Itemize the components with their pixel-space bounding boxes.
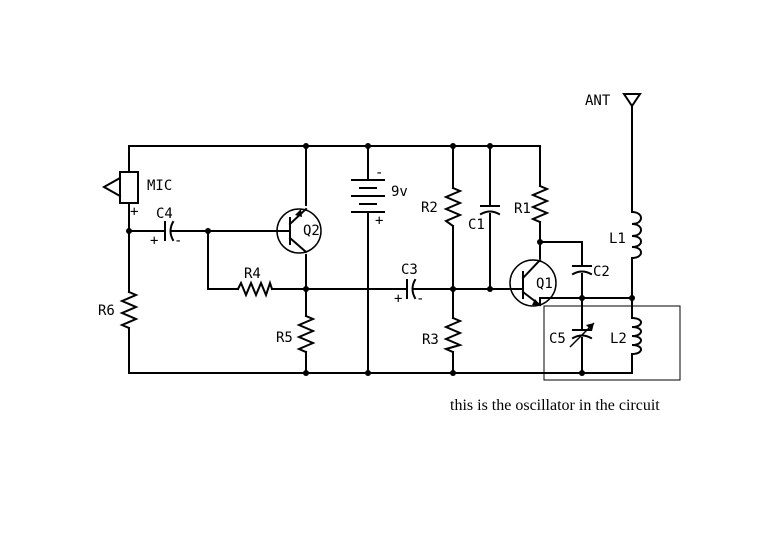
battery-voltage-label: 9v — [391, 184, 408, 200]
c3-minus-label: - — [416, 291, 424, 307]
oscillator-highlight-box — [543, 305, 681, 381]
ant-label: ANT — [585, 93, 611, 109]
oscillator-annotation: this is the oscillator in the circuit — [450, 397, 660, 414]
capacitor-c1: C1 — [468, 205, 501, 233]
junction-dots — [126, 143, 635, 376]
inductor-l2: L2 — [610, 316, 642, 356]
c1-label: C1 — [468, 217, 485, 233]
l2-label: L2 — [610, 331, 627, 347]
wires — [128, 105, 633, 374]
microphone-symbol: MIC + — [101, 171, 172, 220]
r5-label: R5 — [276, 330, 293, 346]
r2-label: R2 — [421, 200, 438, 216]
resistor-r4: R4 — [236, 266, 274, 298]
capacitor-c3: C3 + - — [394, 262, 424, 307]
capacitor-c4: C4 + - — [150, 206, 182, 249]
r1-label: R1 — [514, 201, 531, 217]
c4-label: C4 — [156, 206, 173, 222]
l1-label: L1 — [609, 231, 626, 247]
q1-label: Q1 — [536, 276, 553, 292]
r4-label: R4 — [244, 266, 261, 282]
c3-plus-label: + — [394, 291, 402, 307]
c5-label: C5 — [549, 331, 566, 347]
battery-9v: - 9v + — [351, 165, 408, 229]
battery-minus-label: - — [375, 165, 383, 181]
r3-label: R3 — [422, 332, 439, 348]
resistor-r5: R5 — [276, 314, 316, 354]
capacitor-c2: C2 — [571, 264, 610, 280]
resistor-r2: R2 — [421, 186, 463, 228]
antenna-symbol: ANT — [585, 93, 642, 109]
battery-plus-label: + — [375, 213, 383, 229]
c4-plus-label: + — [150, 233, 158, 249]
transistor-q2: Q2 — [276, 207, 322, 254]
mic-plus-label: + — [130, 204, 138, 220]
c2-label: C2 — [593, 264, 610, 280]
q2-label: Q2 — [303, 223, 320, 239]
inductor-l1: L1 — [609, 210, 642, 260]
r6-label: R6 — [98, 303, 115, 319]
mic-label: MIC — [147, 178, 172, 194]
capacitor-c5-variable: C5 — [549, 322, 595, 348]
resistor-r3: R3 — [422, 316, 463, 354]
c4-minus-label: - — [174, 233, 182, 249]
c3-label: C3 — [401, 262, 418, 278]
transistor-q1: Q1 — [507, 258, 557, 307]
resistor-r1: R1 — [514, 184, 550, 224]
resistor-r6: R6 — [98, 290, 139, 330]
